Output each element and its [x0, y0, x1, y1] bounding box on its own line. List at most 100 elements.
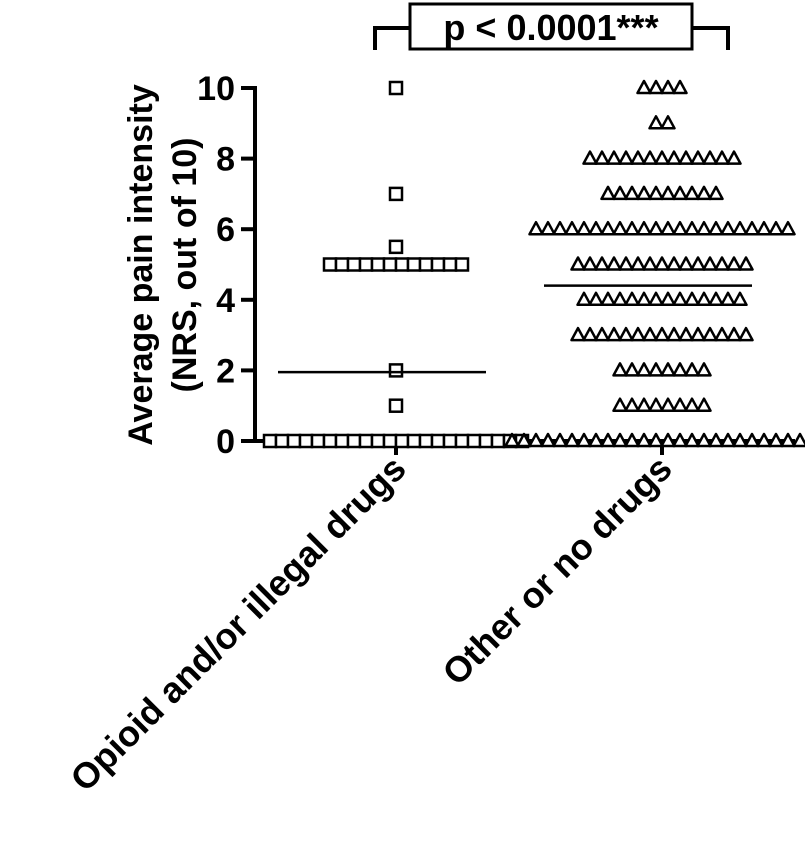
data-points — [262, 79, 805, 449]
data-point — [298, 433, 314, 449]
data-point — [612, 291, 628, 307]
data-point — [636, 185, 652, 201]
data-point — [418, 257, 434, 272]
data-point — [702, 256, 718, 271]
data-point — [690, 256, 706, 271]
data-point — [792, 432, 805, 448]
data-point — [570, 326, 586, 342]
data-point — [454, 257, 470, 272]
data-point — [678, 256, 694, 271]
data-point — [684, 291, 700, 307]
data-point — [672, 291, 688, 307]
data-point — [582, 326, 598, 342]
data-point — [612, 397, 628, 412]
data-point — [576, 432, 592, 448]
data-point — [358, 433, 374, 449]
data-point — [588, 291, 604, 307]
data-point — [570, 256, 586, 271]
data-point — [430, 433, 446, 449]
data-point — [660, 432, 676, 448]
data-point — [310, 433, 326, 449]
data-point — [286, 433, 302, 449]
y-axis-label-line2: (NRS, out of 10) — [166, 138, 204, 393]
data-point — [648, 185, 664, 201]
data-point — [684, 397, 700, 412]
data-point — [690, 150, 706, 165]
data-point — [720, 432, 736, 448]
data-point — [388, 186, 404, 202]
data-point — [660, 79, 676, 95]
data-point — [654, 256, 670, 271]
data-point — [672, 220, 688, 236]
data-point — [606, 326, 622, 342]
data-point — [672, 397, 688, 412]
data-point — [624, 291, 640, 307]
data-point — [714, 150, 730, 165]
p-value-annotation: p < 0.0001*** — [443, 7, 658, 48]
data-point — [708, 220, 724, 236]
data-point — [274, 433, 290, 449]
data-point — [346, 433, 362, 449]
data-point — [660, 362, 676, 377]
data-point — [642, 326, 658, 342]
data-point — [648, 79, 664, 95]
y-tick-label: 4 — [216, 282, 235, 320]
data-point — [406, 433, 422, 449]
data-point — [744, 432, 760, 448]
data-point — [612, 185, 628, 201]
data-point — [660, 185, 676, 201]
data-point — [696, 220, 712, 236]
y-tick-label: 8 — [216, 141, 235, 179]
data-point — [660, 397, 676, 412]
data-point — [642, 150, 658, 165]
data-point — [382, 433, 398, 449]
data-point — [672, 362, 688, 377]
x-tick-label: Opioid and/or illegal drugs — [62, 448, 413, 799]
data-point — [642, 256, 658, 271]
data-point — [636, 220, 652, 236]
annotation-box — [408, 2, 694, 51]
data-point — [684, 432, 700, 448]
data-point — [612, 220, 628, 236]
data-point — [702, 150, 718, 165]
data-point — [388, 239, 404, 255]
data-point — [594, 150, 610, 165]
data-point — [744, 220, 760, 236]
data-point — [370, 257, 386, 272]
data-point — [630, 150, 646, 165]
data-point — [726, 256, 742, 271]
data-point — [504, 432, 520, 448]
data-point — [606, 150, 622, 165]
data-point — [726, 150, 742, 165]
data-point — [768, 432, 784, 448]
data-point — [618, 150, 634, 165]
data-point — [262, 433, 278, 449]
data-point — [442, 257, 458, 272]
data-point — [684, 185, 700, 201]
significance-bracket: p < 0.0001*** — [373, 2, 730, 51]
data-point — [334, 433, 350, 449]
data-point — [382, 257, 398, 272]
data-point — [358, 257, 374, 272]
data-point — [334, 257, 350, 272]
data-point — [666, 256, 682, 271]
y-tick-label: 10 — [197, 70, 235, 108]
data-point — [600, 432, 616, 448]
data-point — [322, 433, 338, 449]
data-point — [708, 291, 724, 307]
data-point — [696, 432, 712, 448]
data-point — [630, 256, 646, 271]
y-tick-label: 0 — [216, 423, 235, 461]
data-point — [516, 432, 532, 448]
data-point — [660, 220, 676, 236]
data-point — [322, 257, 338, 272]
data-point — [756, 432, 772, 448]
data-point — [528, 432, 544, 448]
data-point — [588, 220, 604, 236]
data-point — [370, 433, 386, 449]
data-point — [636, 362, 652, 377]
data-point — [660, 291, 676, 307]
data-point — [732, 291, 748, 307]
